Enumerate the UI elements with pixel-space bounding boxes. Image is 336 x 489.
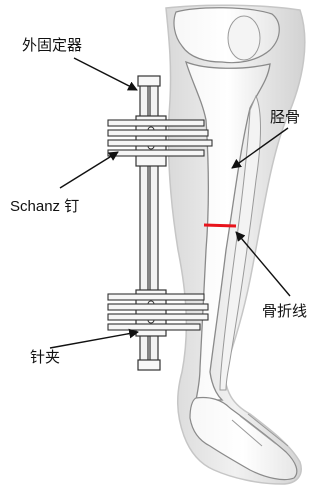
fixator-bottom-cap (138, 360, 160, 370)
schanz-arrow (60, 152, 118, 188)
fracture-line (204, 225, 236, 226)
patella (228, 16, 260, 60)
femur-condyle (174, 8, 279, 63)
label-tibia: 胫骨 (270, 108, 300, 126)
label-fracture-line: 骨折线 (262, 302, 307, 320)
label-schanz-pin: Schanz 钉 (10, 198, 79, 216)
fixator-arrow (74, 58, 137, 90)
fixator-top-cap (138, 76, 160, 86)
clamp-arrow (50, 332, 138, 348)
label-external-fixator: 外固定器 (22, 36, 82, 54)
label-pin-clamp: 针夹 (30, 348, 60, 366)
